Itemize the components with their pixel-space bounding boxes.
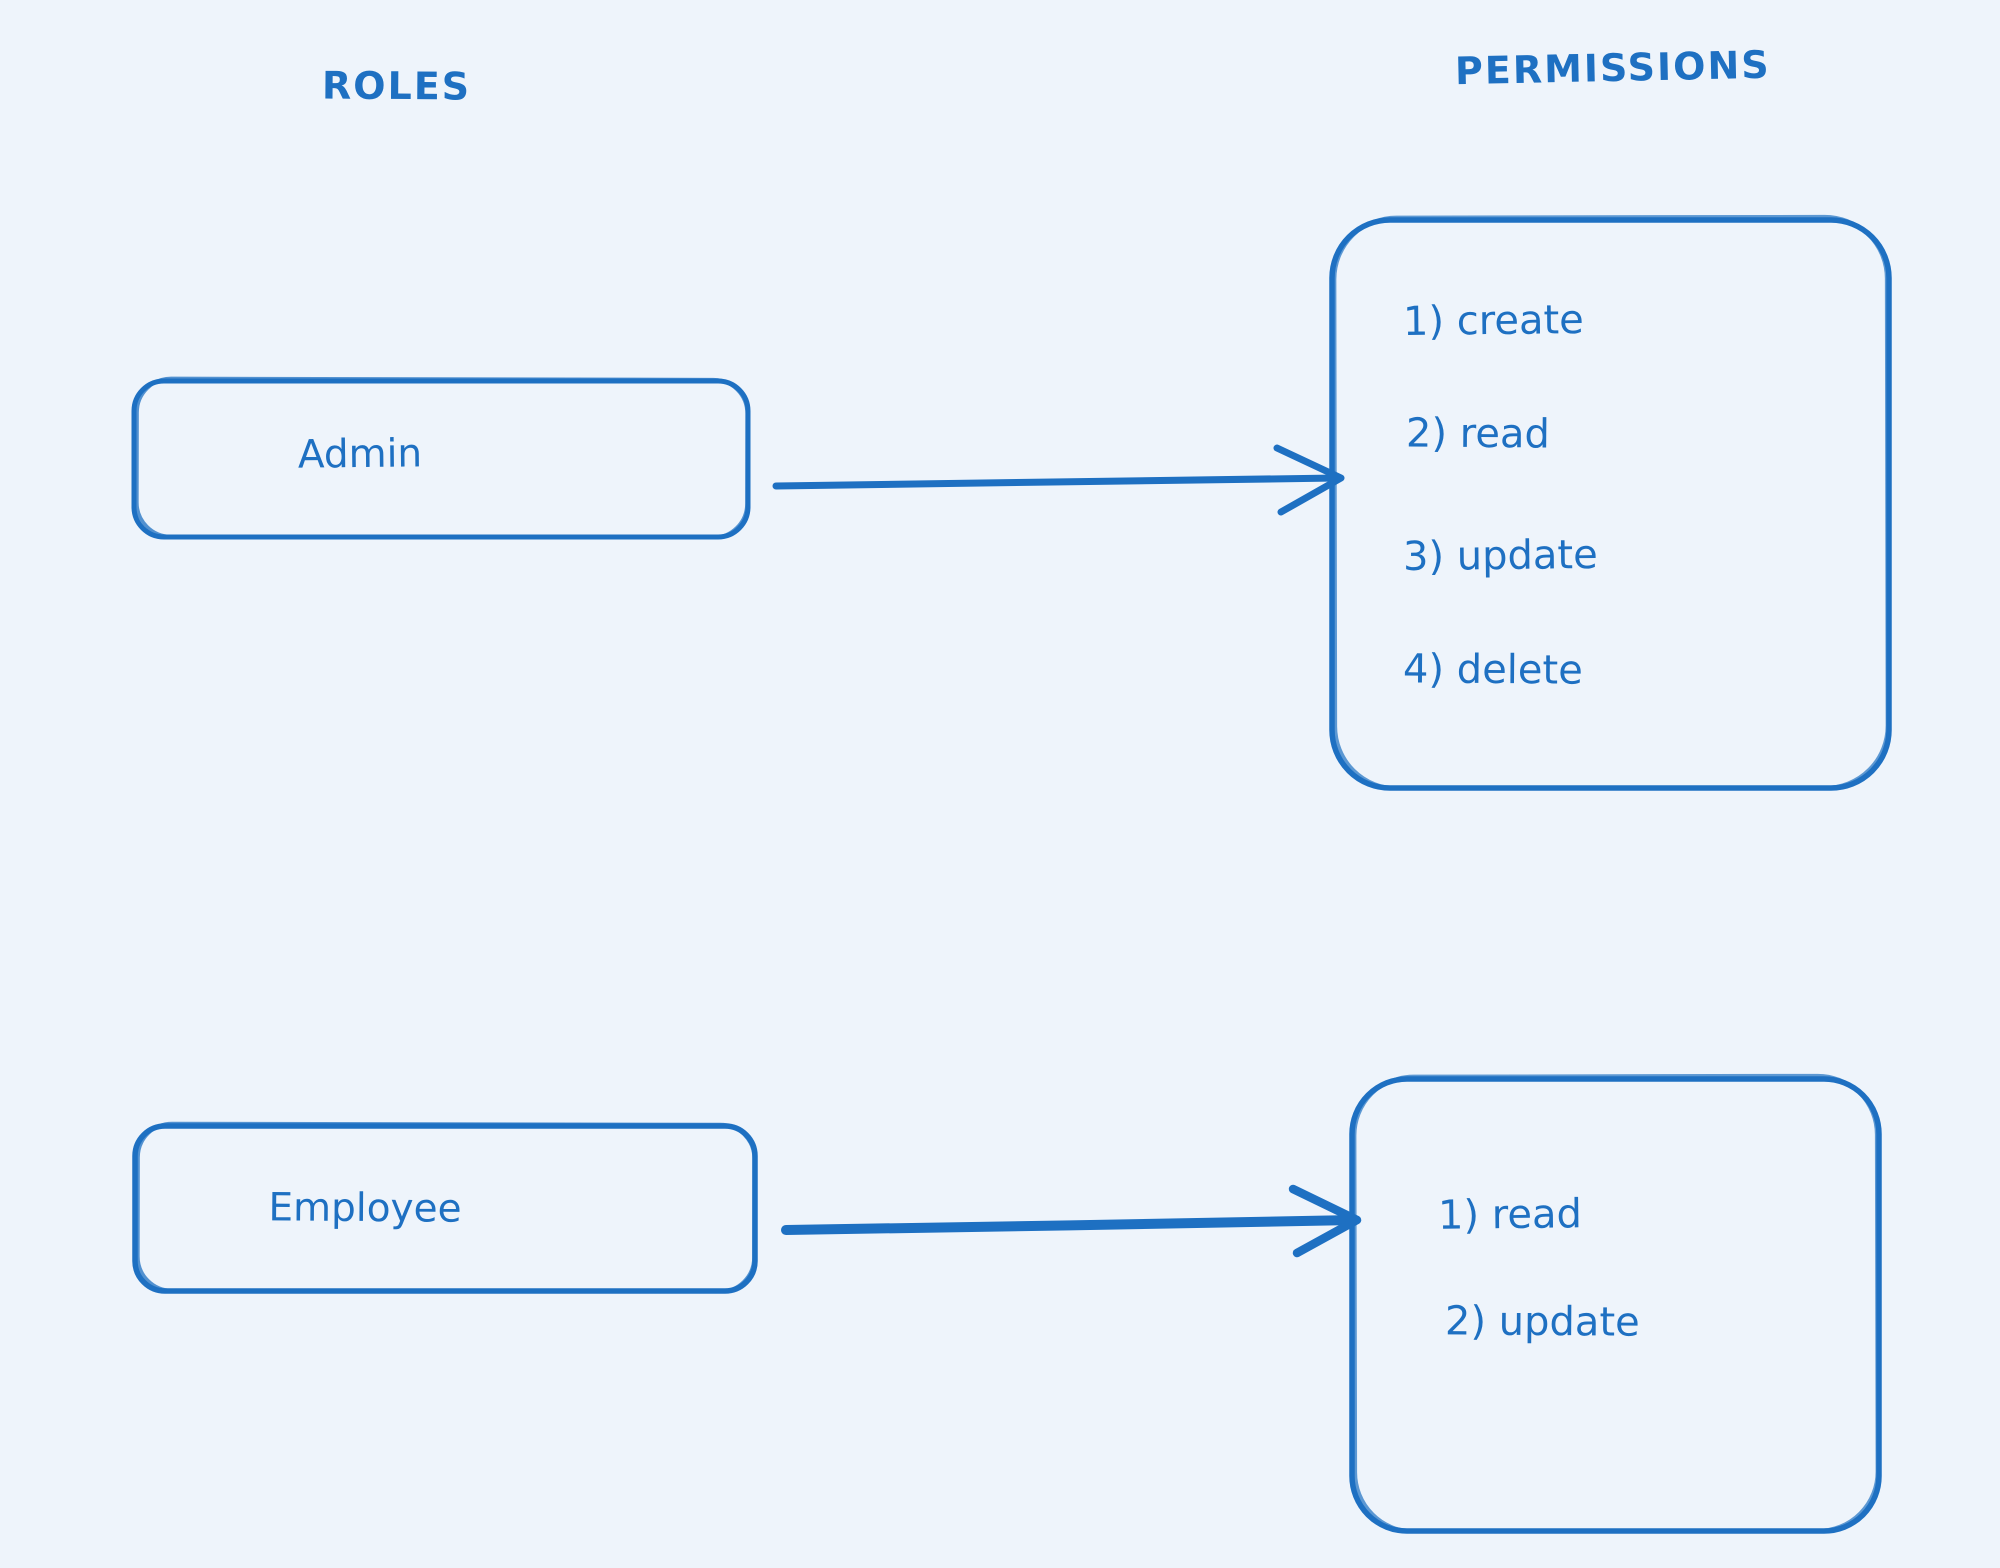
admin-role-label: Admin [297,431,423,478]
admin-permission-item-read: 2) read [1405,410,1551,458]
employee-permission-item-read: 1) read [1437,1191,1583,1239]
employee-role-label: Employee [268,1185,462,1232]
admin-permission-item-create: 1) create [1402,297,1584,345]
roles-column-header: ROLES [321,63,472,109]
employee-to-permissions-arrow [781,1184,1362,1258]
admin-role-box [131,376,751,540]
admin-permission-item-delete: 4) delete [1402,646,1583,694]
admin-permission-item-update: 3) update [1402,531,1598,581]
employee-permissions-box [1349,1073,1882,1534]
employee-role-box [132,1121,758,1294]
employee-permission-item-update: 2) update [1444,1298,1640,1346]
admin-to-permissions-arrow [772,444,1345,516]
admin-permissions-box [1329,214,1892,791]
permissions-column-header: PERMISSIONS [1454,42,1772,94]
